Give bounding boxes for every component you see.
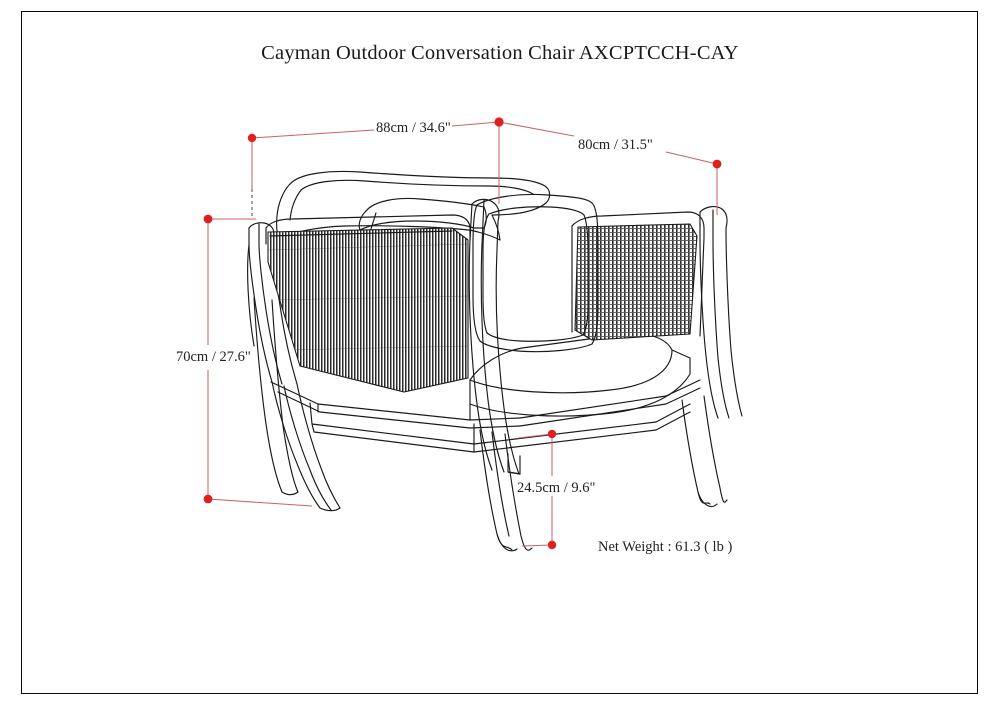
- sheet-border: [21, 11, 978, 694]
- dimension-label-width: 88cm / 34.6": [376, 120, 451, 136]
- back-top-rail: [265, 214, 471, 245]
- dimension-endpoint-width-left: [247, 133, 257, 143]
- rope-weave-arm-panel: [574, 223, 698, 341]
- dimension-line-width: [251, 121, 500, 139]
- dimension-endpoint-seat-top: [547, 429, 557, 439]
- seat-frame: [270, 333, 701, 429]
- dimension-endpoint-height-top: [203, 214, 213, 224]
- dimension-line-depth: [498, 121, 718, 165]
- leader-seat-bottom: [521, 544, 553, 547]
- arm-rail-right: [571, 211, 705, 337]
- back-post-right: [699, 206, 743, 419]
- dimension-endpoint-depth-right: [712, 159, 722, 169]
- throw-pillow: [472, 193, 599, 353]
- dimension-endpoint-height-bottom: [203, 494, 213, 504]
- leg-rear-right: [681, 395, 728, 507]
- dimension-label-height: 70cm / 27.6": [176, 349, 251, 365]
- dimension-endpoint-width-right: [494, 117, 504, 127]
- dimension-endpoint-seat-bottom: [547, 540, 557, 550]
- leg-rear-left: [253, 297, 299, 496]
- net-weight-label: Net Weight : 61.3 ( lb ): [598, 539, 733, 555]
- dimension-label-seat-height: 24.5cm / 9.6": [517, 480, 596, 496]
- stretcher-rails: [309, 402, 691, 475]
- rope-weave-back-panel: [267, 227, 469, 393]
- front-post-center: [468, 198, 520, 475]
- leader-height-bottom: [207, 498, 313, 507]
- leader-seat-top: [517, 433, 553, 439]
- page-title: Cayman Outdoor Conversation Chair AXCPTC…: [261, 42, 739, 64]
- arm-rail-left: [247, 244, 255, 347]
- dimension-label-depth: 80cm / 31.5": [578, 137, 653, 153]
- leg-front-left: [271, 381, 341, 512]
